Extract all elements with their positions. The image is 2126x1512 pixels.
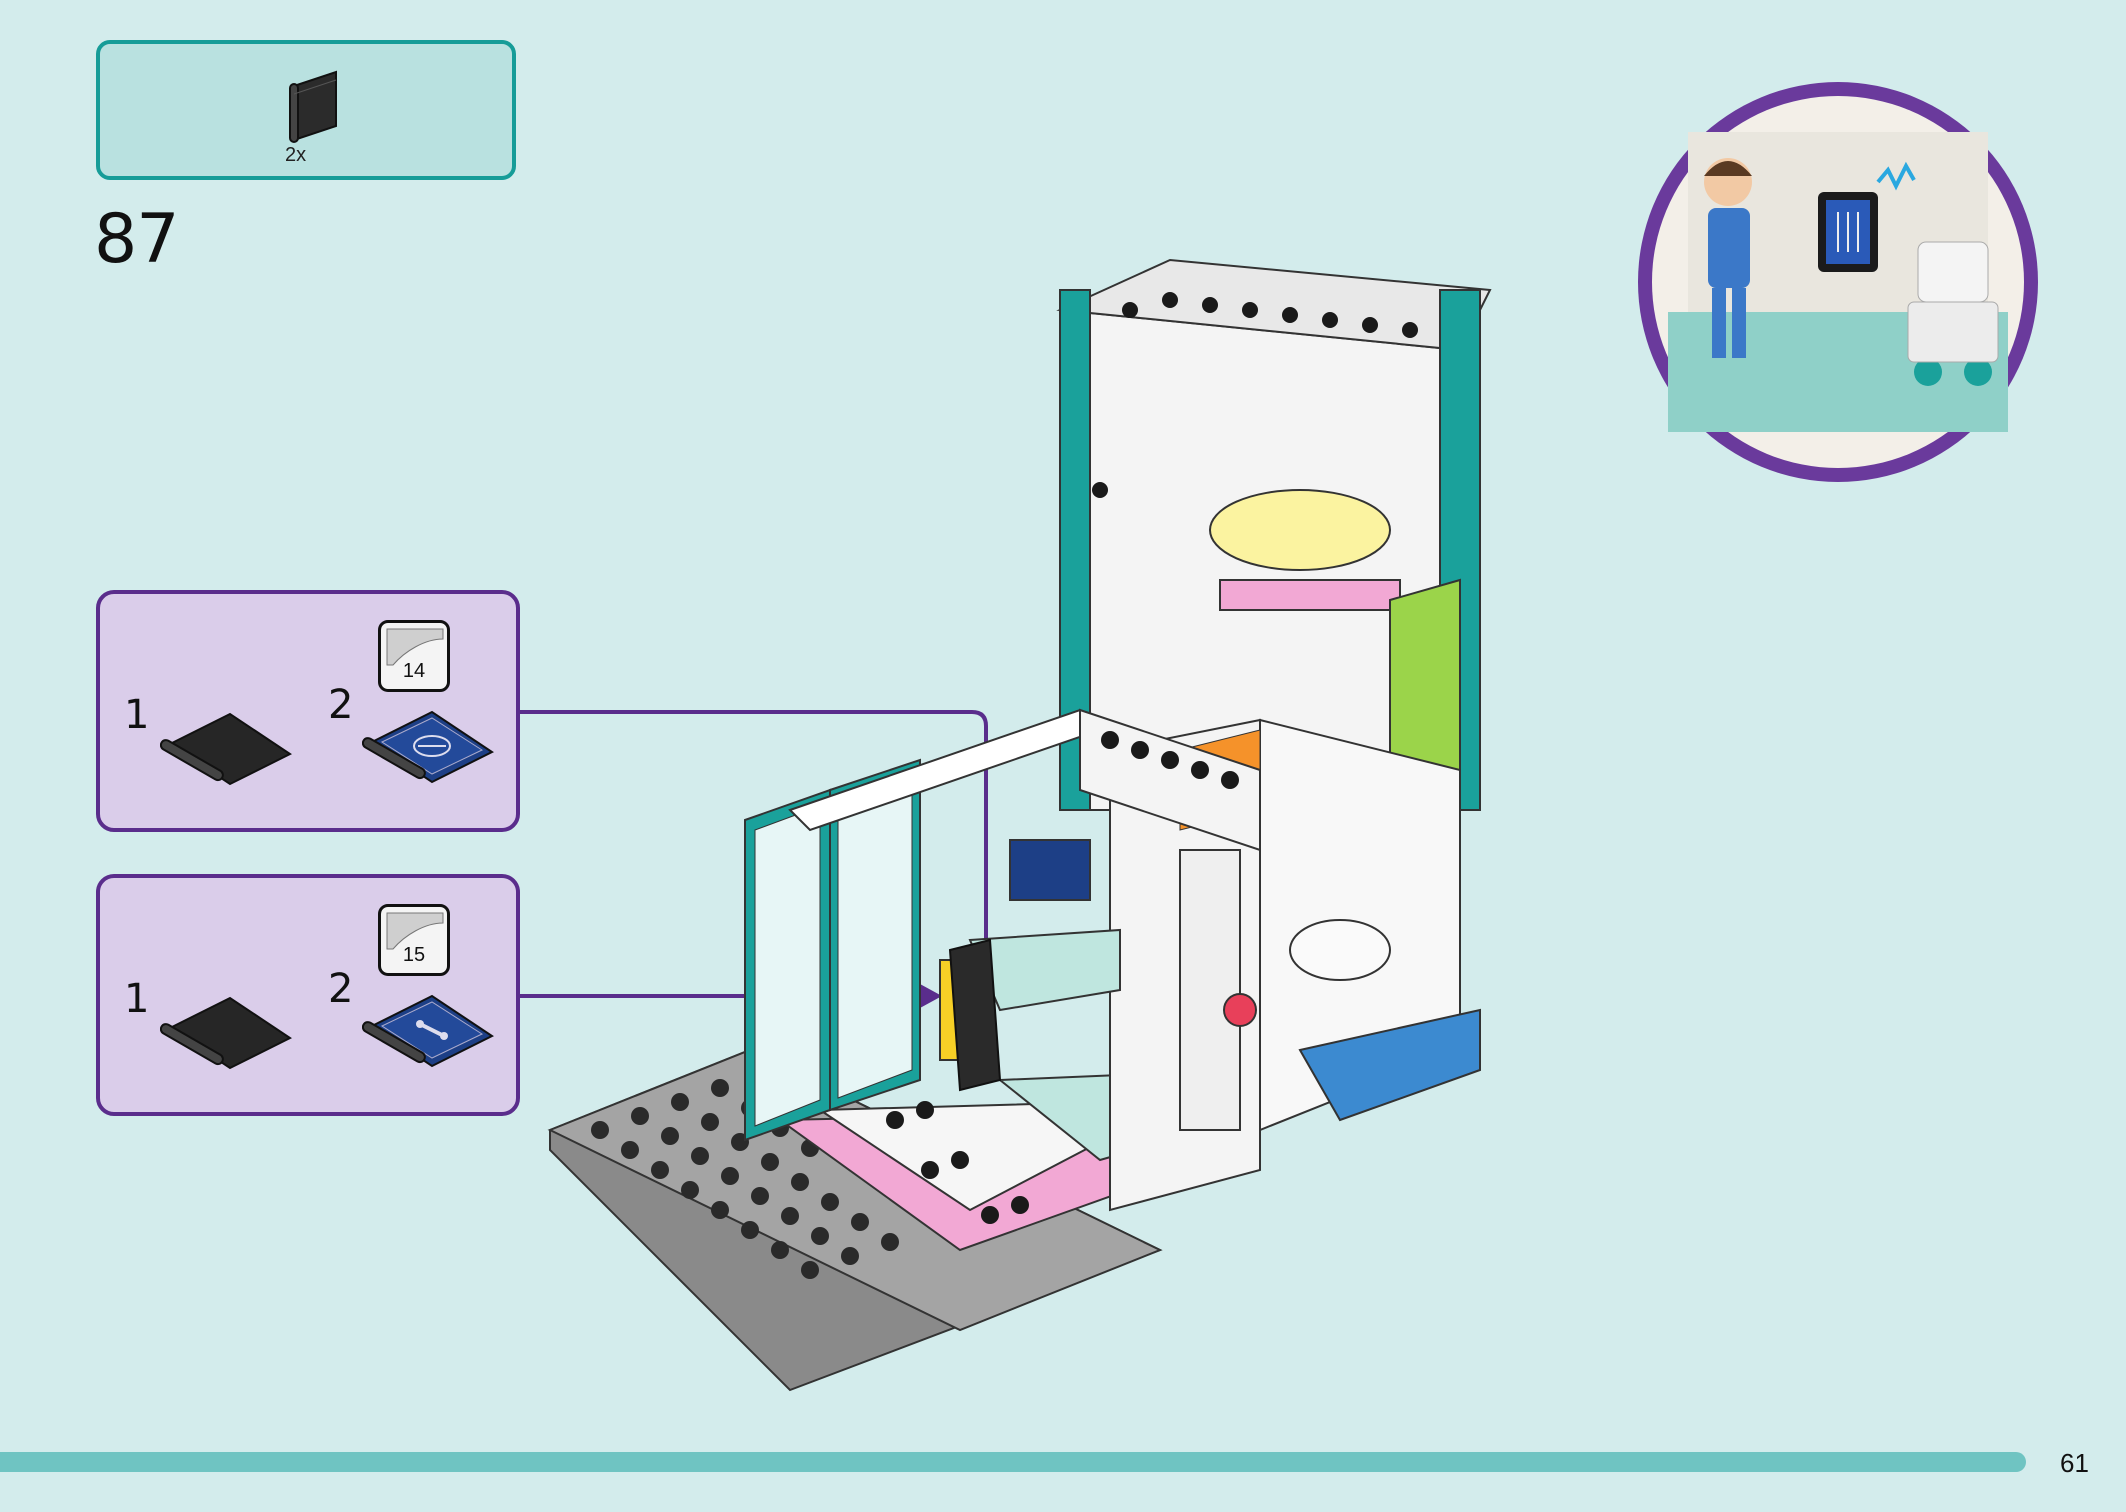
- sticker-number: 15: [402, 944, 426, 966]
- xray-chest-sticker-icon: [362, 710, 494, 784]
- black-tile-icon: [160, 712, 292, 786]
- black-tile-2x2-icon: [289, 70, 337, 143]
- substep-2-number: 2: [328, 682, 354, 728]
- hospital-model-illustration: [547, 258, 1492, 1392]
- substep-1-number: 1: [124, 976, 150, 1022]
- step-number: 87: [94, 200, 180, 279]
- black-tile-icon: [160, 996, 292, 1070]
- substep-2-number: 2: [328, 966, 354, 1012]
- sticker-number-tag: 15: [378, 904, 450, 976]
- finished-model-inset: [1638, 82, 2038, 482]
- substep-box-2: 1 2 15: [96, 874, 520, 1116]
- parts-list-box: 2x: [96, 40, 516, 180]
- xray-bone-sticker-icon: [362, 994, 494, 1068]
- sticker-number-tag: 14: [378, 620, 450, 692]
- sticker-curl-icon: [386, 912, 444, 950]
- bottom-progress-bar: [0, 1452, 2026, 1472]
- sticker-number: 14: [402, 660, 426, 682]
- part-quantity: 2x: [285, 144, 307, 166]
- substep-box-1: 1 2 14: [96, 590, 520, 832]
- substep-1-number: 1: [124, 692, 150, 738]
- sticker-curl-icon: [386, 628, 444, 666]
- page-number: 61: [2060, 1448, 2089, 1478]
